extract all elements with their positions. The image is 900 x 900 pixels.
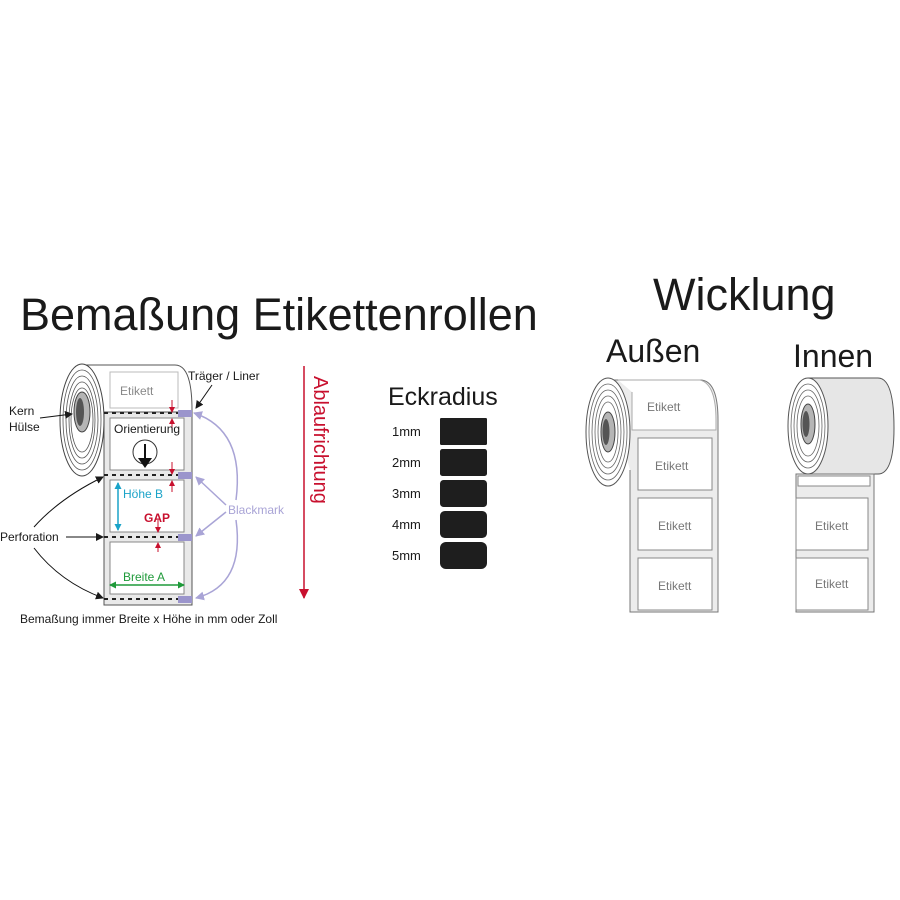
corner-radius-label: 4mm bbox=[392, 517, 421, 532]
width-label: Breite A bbox=[123, 570, 165, 584]
corner-radius-label: 5mm bbox=[392, 548, 421, 563]
blackmark bbox=[178, 534, 192, 541]
inside-label-2-text: Etikett bbox=[815, 577, 849, 591]
blackmark bbox=[178, 410, 192, 417]
inside-label-1-text: Etikett bbox=[815, 519, 849, 533]
corner-radius-swatch bbox=[440, 418, 487, 445]
outside-label-2 bbox=[637, 497, 713, 551]
blackmark-label: Blackmark bbox=[228, 503, 285, 517]
gap-label: GAP bbox=[144, 511, 170, 525]
inside-label-1 bbox=[795, 497, 869, 551]
corner-radius-panel: Eckradius 1mm 2mm 3mm 4mm 5mm bbox=[388, 383, 498, 569]
left-title: Bemaßung Etikettenrollen bbox=[20, 289, 538, 340]
corner-radius-swatch bbox=[440, 480, 487, 507]
outside-label-1 bbox=[637, 437, 713, 491]
outside-label-2-text: Etikett bbox=[658, 519, 692, 533]
corner-radius-swatch bbox=[440, 542, 487, 569]
perforation-label: Perforation bbox=[0, 530, 59, 544]
core-label-1: Kern bbox=[9, 404, 34, 418]
corner-radius-label: 1mm bbox=[392, 424, 421, 439]
corner-radius-title: Eckradius bbox=[388, 383, 498, 411]
right-title: Wicklung bbox=[653, 269, 836, 320]
blackmark bbox=[178, 472, 192, 479]
winding-outside-title: Außen bbox=[606, 333, 700, 369]
roll-diagram: Etikett Orientierung Höhe B GAP bbox=[0, 363, 285, 626]
winding-inside-title: Innen bbox=[793, 338, 873, 374]
corner-radius-swatch bbox=[440, 511, 487, 538]
height-label: Höhe B bbox=[123, 487, 163, 501]
roll-label-text: Etikett bbox=[120, 384, 154, 398]
corner-radius-swatch bbox=[440, 449, 487, 476]
roll-end bbox=[59, 363, 105, 477]
inside-label-2 bbox=[795, 557, 869, 611]
outside-label-3 bbox=[637, 557, 713, 611]
blackmark bbox=[178, 596, 192, 603]
outside-label-1-text: Etikett bbox=[655, 459, 689, 473]
corner-radius-list: 1mm 2mm 3mm 4mm 5mm bbox=[392, 418, 487, 569]
outside-roll-label: Etikett bbox=[647, 400, 681, 414]
direction-label: Ablaufrichtung bbox=[309, 376, 331, 504]
label-3 bbox=[109, 541, 185, 595]
outside-label-3-text: Etikett bbox=[658, 579, 692, 593]
winding-outside: Außen Etikett Etikett Etikett Etikett bbox=[585, 333, 719, 613]
liner-label: Träger / Liner bbox=[188, 369, 260, 383]
winding-inside: Innen Etikett Etikett bbox=[787, 338, 895, 613]
orientation-label: Orientierung bbox=[114, 422, 180, 436]
corner-radius-label: 3mm bbox=[392, 486, 421, 501]
corner-radius-label: 2mm bbox=[392, 455, 421, 470]
direction-indicator: Ablaufrichtung bbox=[299, 366, 331, 599]
core-label-2: Hülse bbox=[9, 420, 40, 434]
footnote: Bemaßung immer Breite x Höhe in mm oder … bbox=[20, 612, 277, 626]
